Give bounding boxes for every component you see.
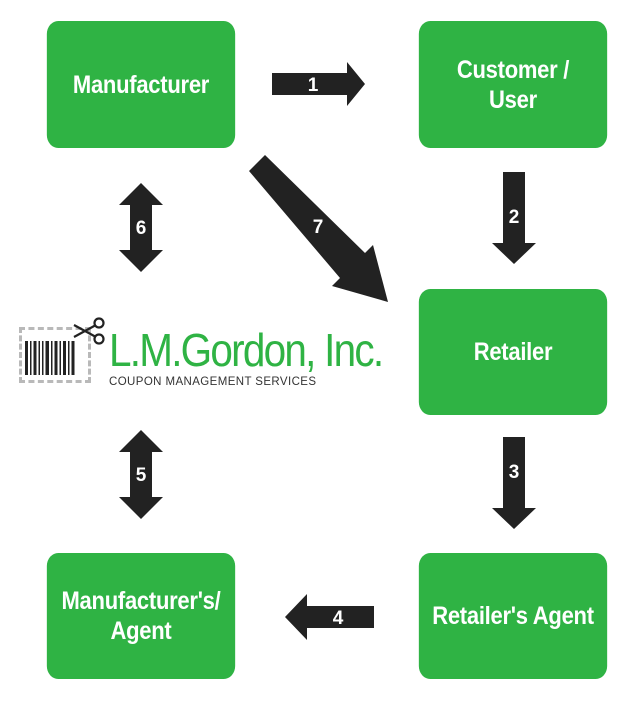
logo-name: L.M.Gordon, Inc. <box>109 324 384 376</box>
arrow-7-label: 7 <box>313 217 324 238</box>
node-retailers-agent: Retailer's Agent <box>418 553 608 679</box>
arrow-2-label: 2 <box>509 207 520 228</box>
node-manufacturer-label: Manufacturer <box>72 70 210 99</box>
scissors-icon <box>73 317 105 345</box>
node-retailer: Retailer <box>418 289 608 415</box>
node-customer-user: Customer / User <box>418 21 608 148</box>
arrow-6-label: 6 <box>136 218 147 239</box>
node-customer-user-label: Customer / User <box>456 55 570 114</box>
arrow-1: 1 <box>272 62 365 106</box>
lm-gordon-logo: L.M.Gordon, Inc. COUPON MANAGEMENT SERVI… <box>16 315 384 390</box>
node-retailer-label: Retailer <box>473 338 553 366</box>
barcode-icon <box>25 341 75 375</box>
node-manufacturers-agent-label: Manufacturer's/ Agent <box>61 587 221 645</box>
node-manufacturer: Manufacturer <box>46 21 236 148</box>
arrow-2: 2 <box>492 172 536 264</box>
arrow-5: 5 <box>119 430 163 519</box>
node-manufacturers-agent: Manufacturer's/ Agent <box>46 553 236 679</box>
arrow-1-label: 1 <box>308 75 319 96</box>
arrow-4: 4 <box>285 594 374 640</box>
arrow-6: 6 <box>119 183 163 272</box>
node-retailers-agent-label: Retailer's Agent <box>432 602 594 630</box>
arrow-5-label: 5 <box>136 465 147 486</box>
logo-tagline: COUPON MANAGEMENT SERVICES <box>109 376 317 388</box>
arrow-3-label: 3 <box>509 462 520 483</box>
coupon-frame <box>19 327 91 383</box>
arrow-4-label: 4 <box>333 608 344 629</box>
arrow-3: 3 <box>492 437 536 529</box>
arrow-7: 7 <box>249 155 388 302</box>
